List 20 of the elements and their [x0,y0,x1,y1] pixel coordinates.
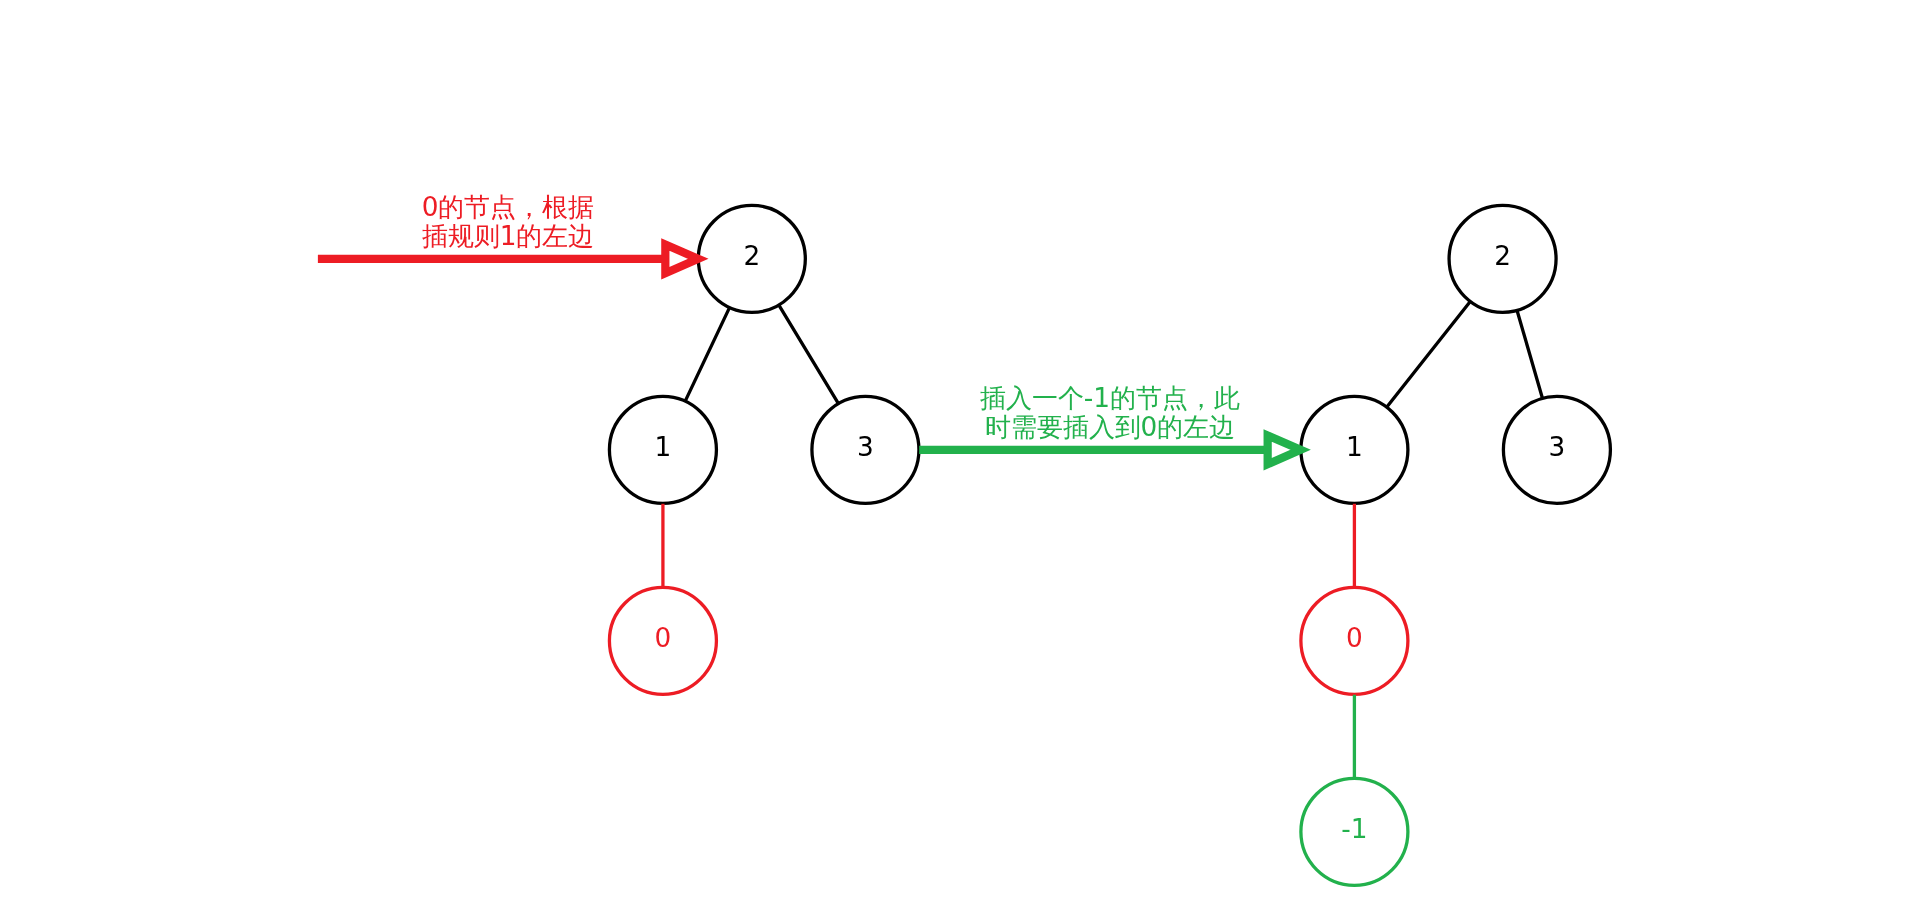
node-circle: 0 [1299,585,1410,696]
connector [1352,694,1357,779]
connector [683,307,731,402]
node-circle: 2 [1447,203,1558,314]
arrow [919,429,1311,471]
node-circle: 2 [696,203,807,314]
node-circle: 1 [1299,394,1410,505]
connector [777,304,840,405]
node-circle: 0 [607,585,719,696]
node-circle: 1 [607,394,719,505]
edge-label: 插入一个-1的节点，此时需要插入到0的左边 [979,382,1241,443]
edge-label: 0的节点，根据插规则1的左边 [421,191,595,252]
node-circle: 3 [810,394,921,505]
connector [1352,503,1357,588]
connector [1515,310,1544,399]
connector [661,503,665,588]
node-circle: -1 [1299,776,1410,887]
arrow [317,238,709,280]
connector [1385,300,1472,409]
node-circle: 3 [1501,394,1613,505]
